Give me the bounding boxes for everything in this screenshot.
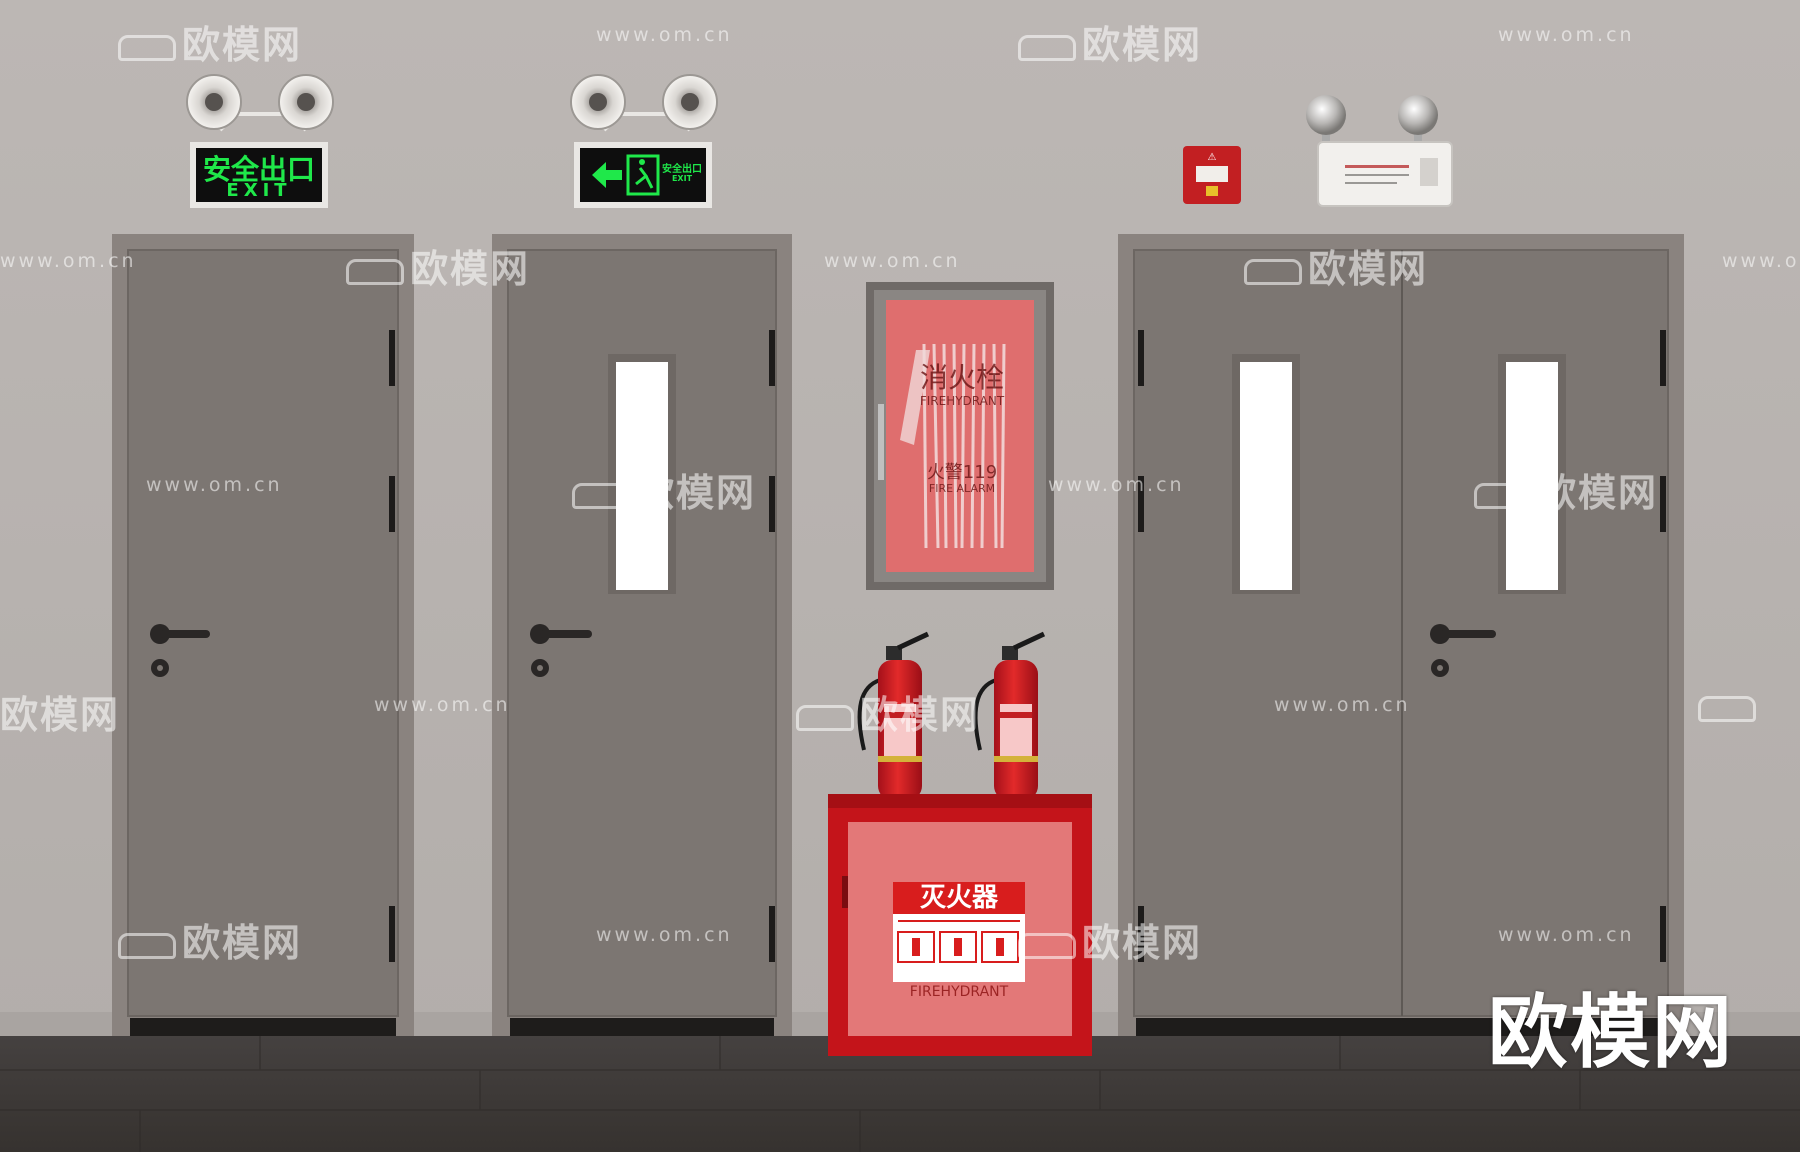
hydrant-cn: 消火栓	[919, 361, 1004, 394]
emergency-light	[1306, 95, 1453, 207]
fire-extinguisher-1	[857, 631, 930, 800]
exit-sign-1-cn: 安全出口	[202, 153, 315, 186]
manual-fire-alarm-button: ⚠	[1183, 146, 1241, 204]
hydrant-alarm-cn: 火警119	[926, 462, 998, 483]
extinguisher-box	[828, 794, 1092, 1056]
extinguisher-box-en: FIREHYDRANT	[909, 984, 1009, 1000]
door-1	[112, 234, 414, 1036]
fire-extinguisher-2	[973, 631, 1046, 800]
brand-logo-corner: 欧模网	[1488, 986, 1734, 1079]
exit-sign-2-cn: 安全出口	[662, 164, 702, 175]
extinguisher-box-title: 灭火器	[919, 883, 998, 913]
hydrant-alarm-en: FIRE ALARM	[928, 482, 996, 495]
svg-text:⚠: ⚠	[1208, 152, 1217, 163]
exit-sign-1-lamps	[186, 74, 334, 208]
exit-sign-1-en: EXIT	[226, 180, 292, 201]
double-door	[1118, 234, 1684, 1036]
exit-sign-2-en: EXIT	[671, 174, 693, 183]
hydrant-cabinet	[866, 282, 1054, 590]
door-2	[492, 234, 792, 1036]
exit-sign-2-lamps	[570, 74, 718, 208]
hydrant-en: FIREHYDRANT	[919, 394, 1005, 408]
